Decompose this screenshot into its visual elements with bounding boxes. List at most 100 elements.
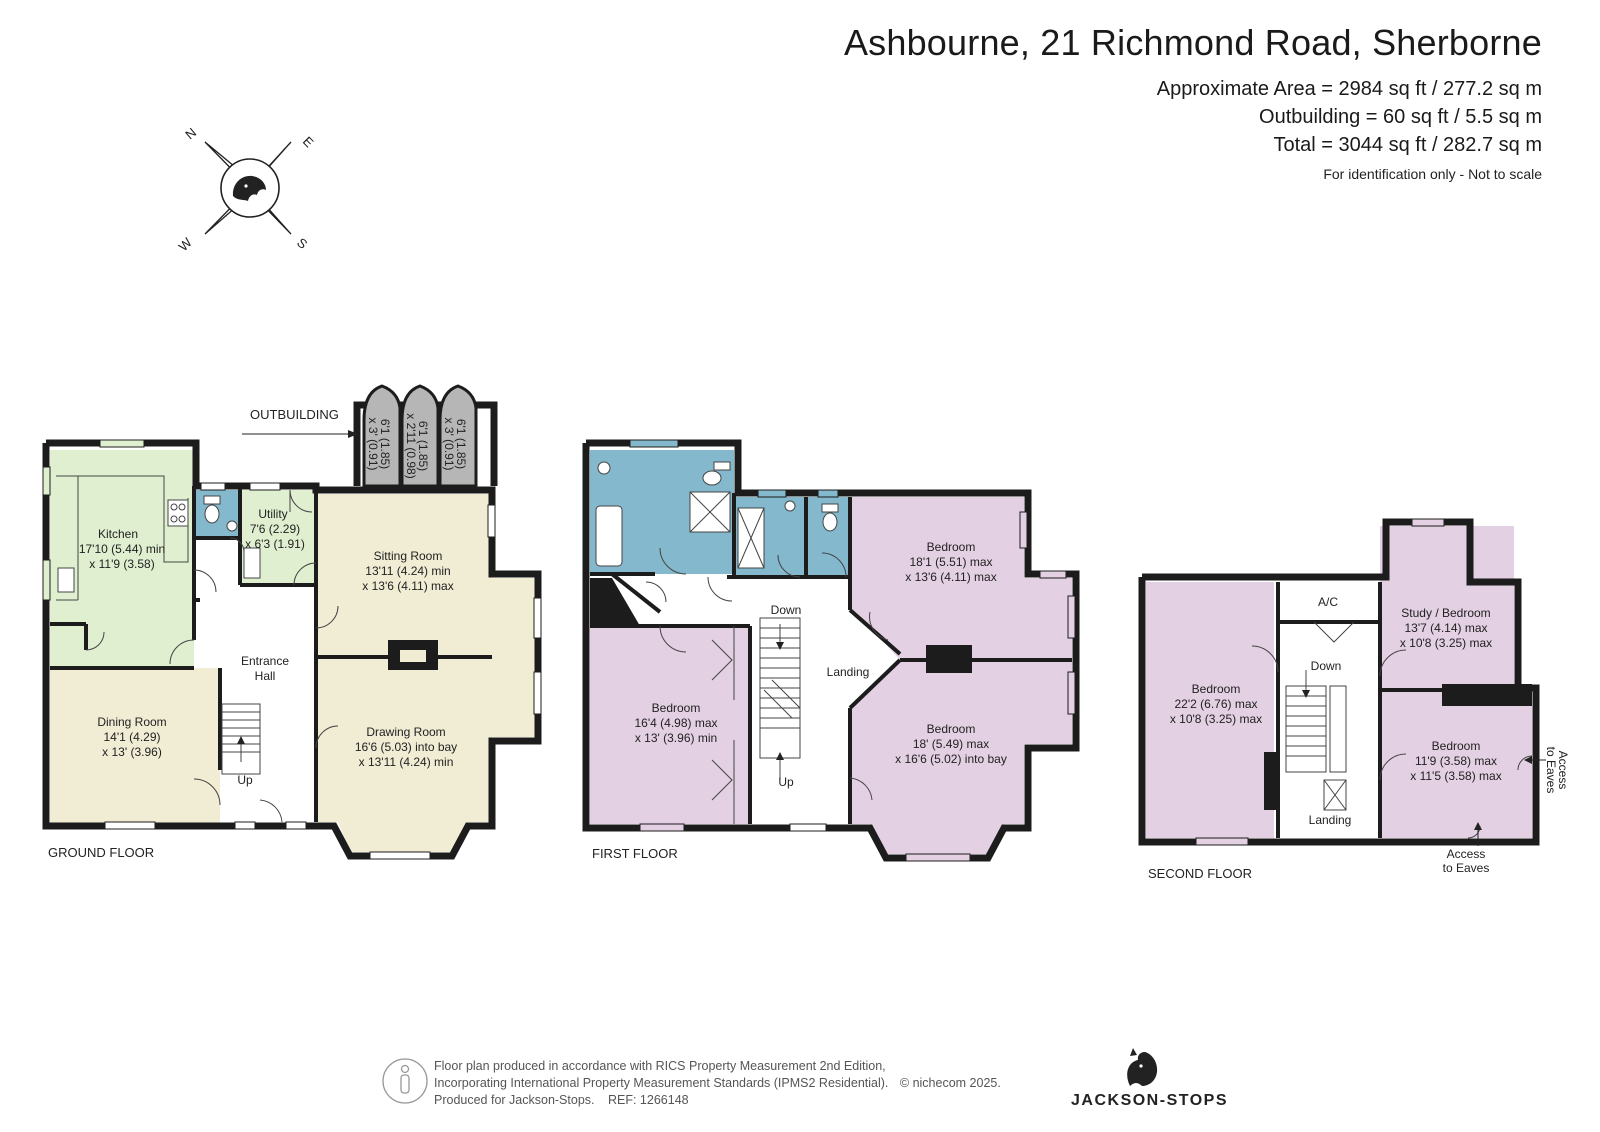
kitchen-dim2: x 11'9 (3.58): [89, 557, 154, 571]
footer-line2: Incorporating International Property Mea…: [434, 1076, 889, 1090]
outbuilding-label: OUTBUILDING: [250, 407, 339, 422]
outbuilding-store-2-size: 6'1 (1.85): [416, 421, 430, 471]
second-bedroom-left-area: [1146, 582, 1274, 838]
outbuilding-store-3-by: x 3' (0.91): [442, 418, 456, 471]
second-bedroom-left-name: Bedroom: [1192, 682, 1241, 696]
study-dim2: x 10'8 (3.25) max: [1400, 636, 1492, 650]
second-bedroom-left-dim2: x 10'8 (3.25) max: [1170, 712, 1262, 726]
second-bedroom-right-area: [1380, 692, 1532, 838]
drawing-room-dim2: x 13'11 (4.24) min: [359, 755, 454, 769]
ground-stairs-up: Up: [237, 773, 253, 787]
utility-name: Utility: [258, 507, 287, 521]
utility-dim1: 7'6 (2.29): [250, 522, 300, 536]
jackson-stops-lion-logo-icon: [1127, 1048, 1158, 1086]
kitchen-area: [50, 450, 194, 668]
footer-ref: REF: 1266148: [607, 1093, 689, 1107]
study-name: Study / Bedroom: [1401, 606, 1490, 620]
first-bedroom-tr-dim2: x 13'6 (4.11) max: [905, 570, 996, 584]
toilet-icon: [204, 504, 220, 524]
first-bedroom-left-dim1: 16'4 (4.98) max: [635, 716, 718, 730]
second-bedroom-right-dim2: x 11'5 (3.58) max: [1410, 769, 1501, 783]
first-bedroom-left-name: Bedroom: [652, 701, 701, 715]
drawing-room-name: Drawing Room: [366, 725, 445, 739]
ground-floor-plan: 6'1 (1.85) x 3' (0.91) 6'1 (1.85) x 2'11…: [42, 384, 542, 860]
study-dim1: 13'7 (4.14) max: [1405, 621, 1488, 635]
outbuilding-store-1-by: x 3' (0.91): [366, 418, 380, 471]
eaves-access-line2: to Eaves: [1443, 861, 1490, 875]
first-floor-plan: Bedroom 18'1 (5.51) max x 13'6 (4.11) ma…: [582, 439, 1080, 862]
eaves-access-line1: Access: [1447, 847, 1486, 861]
drawing-room-dim1: 16'6 (5.03) into bay: [355, 740, 457, 754]
bath-icon: [595, 505, 623, 567]
rics-badge-icon: [382, 1058, 428, 1104]
footer-line3-row: Produced for Jackson-Stops. REF: 1266148: [434, 1092, 1001, 1109]
first-bedroom-tr-name: Bedroom: [927, 540, 976, 554]
sitting-room-area: [316, 494, 492, 657]
entrance-hall-name2: Hall: [255, 669, 276, 683]
first-bedroom-left-dim2: x 13' (3.96) min: [635, 731, 717, 745]
compass-rose: N E S W: [176, 125, 317, 254]
outbuilding-store-3-size: 6'1 (1.85): [454, 419, 468, 469]
second-stairs-down: Down: [1311, 659, 1342, 673]
outbuilding-store-2-by: x 2'11 (0.98): [404, 413, 418, 478]
loft-hatch-icon: [1323, 779, 1347, 811]
compass-e: E: [300, 134, 317, 151]
eaves-access-arrow-icon: [1474, 822, 1482, 830]
first-bedroom-br-name: Bedroom: [927, 722, 976, 736]
first-bedroom-br-dim2: x 16'6 (5.02) into bay: [895, 752, 1007, 766]
utility-dim2: x 6'3 (1.91): [245, 537, 305, 551]
second-floor-label: SECOND FLOOR: [1148, 866, 1252, 881]
second-bedroom-right-dim1: 11'9 (3.58) max: [1415, 754, 1497, 768]
identification-note: For identification only - Not to scale: [1323, 166, 1542, 182]
second-bedroom-right-name: Bedroom: [1432, 739, 1481, 753]
side-eaves-access-arrow-icon: [1524, 756, 1532, 764]
property-title: Ashbourne, 21 Richmond Road, Sherborne: [843, 22, 1542, 63]
footer-line1: Floor plan produced in accordance with R…: [434, 1059, 886, 1073]
approximate-area: Approximate Area = 2984 sq ft / 277.2 sq…: [1156, 78, 1542, 100]
side-eaves-access-line2: to Eaves: [1544, 747, 1558, 794]
footer-copyright: © nichecom 2025.: [899, 1076, 1001, 1090]
footer-line3: Produced for Jackson-Stops.: [434, 1093, 595, 1107]
basin-icon: [226, 520, 238, 532]
first-bedroom-left-area: [590, 628, 750, 824]
side-eaves-access-line1: Access: [1556, 751, 1570, 790]
ac-label: A/C: [1318, 595, 1338, 609]
second-floor-plan: Bedroom 22'2 (6.76) max x 10'8 (3.25) ma…: [1138, 518, 1570, 881]
compass-w: W: [176, 234, 196, 254]
kitchen-sink-icon: [57, 567, 75, 593]
ground-floor-label: GROUND FLOOR: [48, 845, 154, 860]
kitchen-dim1: 17'10 (5.44) min: [79, 542, 165, 556]
first-stairs-down: Down: [771, 603, 802, 617]
sitting-room-dim1: 13'11 (4.24) min: [365, 564, 450, 578]
study-bedroom-area: [1380, 526, 1514, 688]
dining-room-dim2: x 13' (3.96): [102, 745, 162, 759]
outbuilding-arrow-icon: [348, 430, 358, 438]
bathroom-basin-icon: [597, 461, 611, 475]
second-landing-label: Landing: [1309, 813, 1352, 827]
dining-room-name: Dining Room: [97, 715, 166, 729]
first-wc-toilet-icon: [822, 512, 838, 532]
first-bedroom-bottom-right-area: [850, 660, 1072, 854]
dining-room-dim1: 14'1 (4.29): [104, 730, 161, 744]
first-bedroom-tr-dim1: 18'1 (5.51) max: [910, 555, 993, 569]
outbuilding-store-1-size: 6'1 (1.85): [378, 419, 392, 469]
hob-icon: [167, 499, 189, 527]
utility-sink-icon: [243, 547, 261, 579]
first-stairs-up: Up: [778, 775, 794, 789]
sitting-room-dim2: x 13'6 (4.11) max: [362, 579, 453, 593]
outbuilding-stores: 6'1 (1.85) x 3' (0.91) 6'1 (1.85) x 2'11…: [362, 384, 478, 488]
bathroom-toilet-icon: [702, 470, 722, 486]
footer-line2-row: Incorporating International Property Mea…: [434, 1075, 1001, 1092]
drawing-room-area: [316, 657, 536, 852]
entrance-hall-name: Entrance: [241, 654, 289, 668]
sitting-room-name: Sitting Room: [374, 549, 443, 563]
first-bedroom-br-dim1: 18' (5.49) max: [913, 737, 989, 751]
footer-text: Floor plan produced in accordance with R…: [434, 1058, 1001, 1109]
first-floor-label: FIRST FLOOR: [592, 846, 678, 861]
compass-n: N: [182, 125, 199, 143]
outbuilding-area: Outbuilding = 60 sq ft / 5.5 sq m: [1259, 106, 1542, 128]
compass-s: S: [294, 235, 311, 252]
total-area: Total = 3044 sq ft / 282.7 sq m: [1273, 134, 1543, 156]
second-bedroom-left-dim1: 22'2 (6.76) max: [1175, 697, 1258, 711]
